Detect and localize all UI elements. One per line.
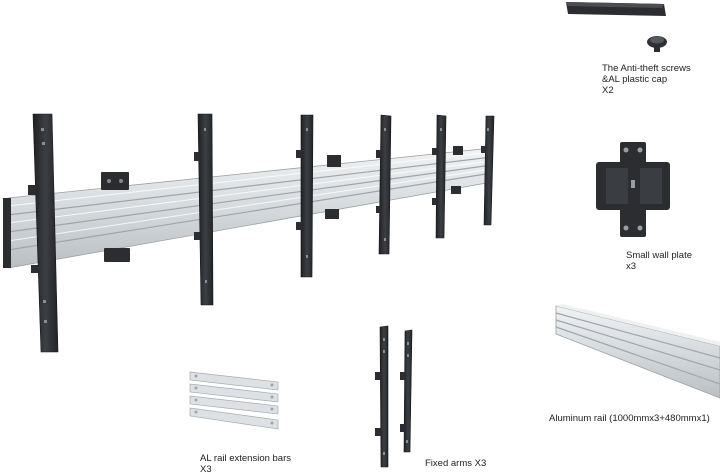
assembled-rail-system [3,113,495,353]
fixed-arms [375,325,413,468]
assembly-arm-holes [41,128,489,323]
extension-bars-label: AL rail extension bars X3 [200,453,291,475]
rail-label-line1: Aluminum rail (1000mmx3+480mmx1) [549,413,710,424]
screws-label-line3: X2 [602,85,614,96]
anti-theft-screws-and-cap [566,2,667,52]
fixed-arms-label-line1: Fixed arms X3 [425,458,487,469]
aluminum-rail [555,304,720,399]
assembly-arm-hooks [28,146,486,273]
wall-plate-label: Small wall plate x3 [626,250,692,272]
extension-bars-label-line1: AL rail extension bars [200,453,292,464]
wall-plate-label-line1: Small wall plate [626,250,692,261]
assembly-wall-plates [101,146,463,262]
screws-label: The Anti-theft screws &AL plastic cap X2 [602,63,691,96]
rail-end-cap [3,198,11,268]
screws-label-line2: &AL plastic cap [602,74,668,85]
rail-label: Aluminum rail (1000mmx3+480mmx1) [549,413,710,424]
fixed-arms-label: Fixed arms X3 [425,458,486,469]
small-wall-plate [596,142,670,237]
main-rails [3,147,493,269]
extension-bars-label-line2: X3 [200,464,212,475]
wall-plate-label-line2: x3 [626,261,637,272]
screws-label-line1: The Anti-theft screws [602,63,691,74]
extension-bars [189,371,279,430]
assembly-arms [32,113,495,353]
anti-theft-screw [647,36,667,52]
